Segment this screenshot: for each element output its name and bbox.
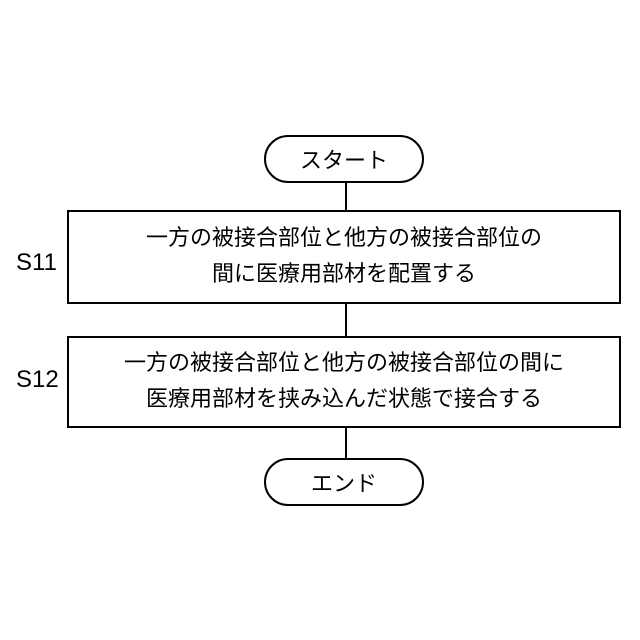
step-label-s12: S12 [16,366,59,394]
step-label-s11: S11 [16,249,57,277]
process-box-s11: 一方の被接合部位と他方の被接合部位の 間に医療用部材を配置する [67,210,621,304]
process-box-s12: 一方の被接合部位と他方の被接合部位の間に 医療用部材を挟み込んだ状態で接合する [67,336,621,428]
start-label: スタート [300,143,388,175]
process-text-s11-line1: 一方の被接合部位と他方の被接合部位の [146,221,542,257]
end-label: エンド [311,466,377,498]
connector-s11-s12 [345,304,347,336]
process-text-s11-line2: 間に医療用部材を配置する [212,257,476,293]
process-text-s12-line1: 一方の被接合部位と他方の被接合部位の間に [124,346,564,382]
end-terminal: エンド [264,458,424,506]
process-text-s12-line2: 医療用部材を挟み込んだ状態で接合する [146,382,542,418]
connector-start-s11 [345,183,347,210]
start-terminal: スタート [264,135,424,183]
connector-s12-end [345,428,347,458]
